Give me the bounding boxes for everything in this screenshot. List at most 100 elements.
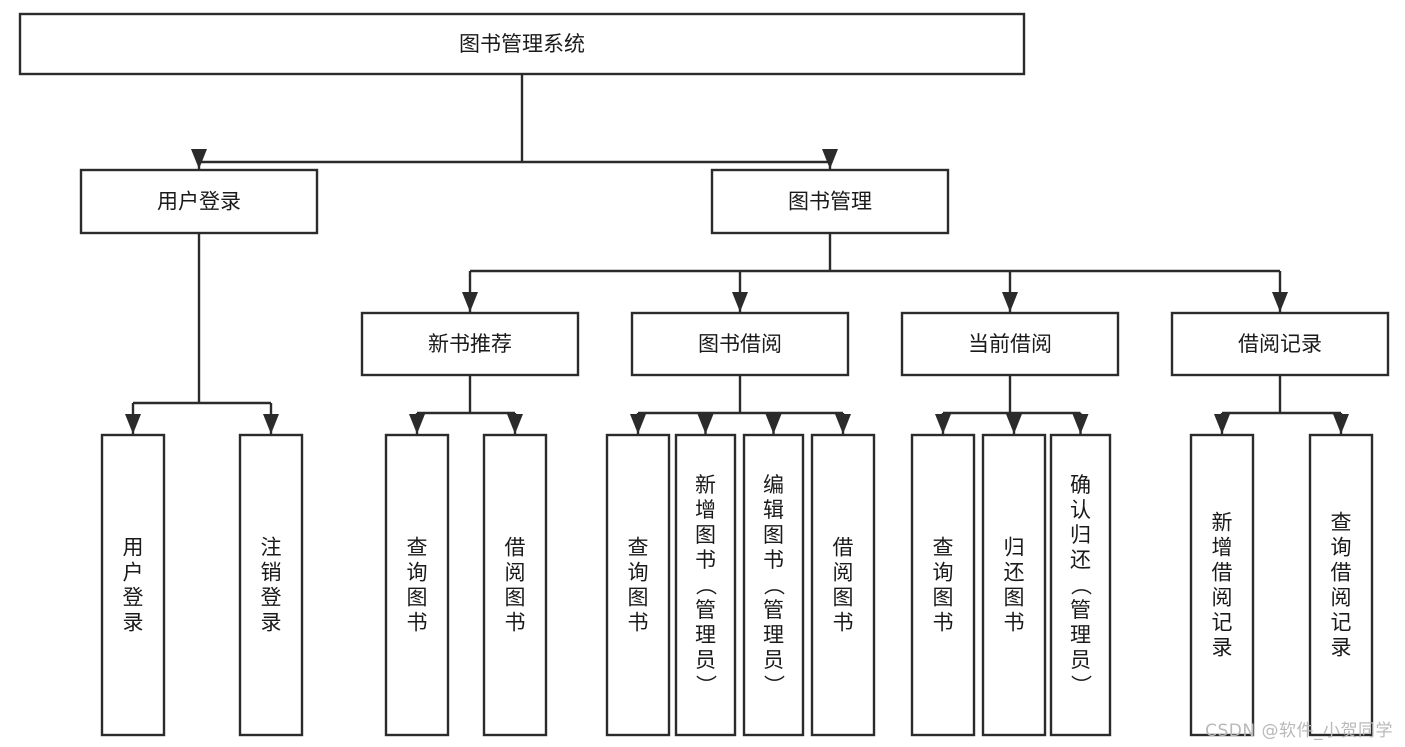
node-label-char: 询 (628, 561, 649, 585)
node-label-char: 理 (695, 623, 716, 647)
node-rect (360, 311, 580, 377)
node-label-char: 增 (695, 498, 716, 522)
node-l3-book-borrow[interactable]: 图书借阅 (630, 311, 850, 377)
arrow-head-icon (822, 149, 838, 169)
arrow-head-icon (1002, 292, 1018, 312)
node-label-char: 图 (407, 586, 428, 610)
nodes-layer: 图书管理系统用户登录图书管理新书推荐图书借阅当前借阅借阅记录用户登录注销登录查询… (18, 12, 1390, 737)
node-label-char: 书 (933, 611, 954, 635)
node-rect (900, 311, 1120, 377)
node-rect (1189, 433, 1255, 737)
node-rect (910, 433, 976, 737)
node-leaf-leaf-user-login[interactable]: 用户登录 (100, 433, 166, 737)
node-label-char: 认 (1070, 498, 1091, 522)
node-rect (630, 311, 850, 377)
node-label-char: 录 (1331, 636, 1352, 660)
node-label-char: 用 (123, 536, 144, 560)
node-label-char: 员 (1070, 648, 1091, 672)
node-l3-current-borrow[interactable]: 当前借阅 (900, 311, 1120, 377)
arrow-head-icon (1072, 414, 1089, 434)
node-label-char: 书 (833, 611, 854, 635)
node-label-char: 图 (505, 586, 526, 610)
node-label-char: ） (762, 675, 786, 696)
arrow-head-icon (765, 414, 782, 434)
node-label-char: 书 (628, 611, 649, 635)
node-l3-borrow-record[interactable]: 借阅记录 (1170, 311, 1390, 377)
node-label-char: 查 (407, 536, 428, 560)
node-rect (482, 433, 548, 737)
node-label-char: 录 (261, 611, 282, 635)
arrow-head-icon (507, 414, 523, 434)
node-l2-user-login[interactable]: 用户登录 (79, 168, 319, 235)
node-label-char: 书 (1004, 611, 1025, 635)
node-label-char: 借 (505, 536, 526, 560)
node-label: 图书管理 (788, 190, 872, 214)
node-rect (18, 12, 1026, 76)
arrow-head-icon (1214, 414, 1230, 434)
arrow-head-icon (1272, 292, 1288, 312)
node-label-char: 录 (1212, 636, 1233, 660)
node-l3-new-book-recommend[interactable]: 新书推荐 (360, 311, 580, 377)
node-rect (79, 168, 319, 235)
arrow-head-icon (630, 414, 646, 434)
node-label-char: 管 (695, 598, 716, 622)
node-label-char: 还 (1070, 548, 1091, 572)
node-label-char: 借 (833, 536, 854, 560)
arrow-head-icon (1006, 414, 1022, 434)
node-root-undefined[interactable]: 图书管理系统 (18, 12, 1026, 76)
arrow-head-icon (409, 414, 425, 434)
node-rect (384, 433, 450, 737)
node-label: 当前借阅 (968, 332, 1052, 356)
node-label-char: 图 (1004, 586, 1025, 610)
node-label: 新书推荐 (428, 332, 512, 356)
node-label-char: 图 (628, 586, 649, 610)
node-label-char: 书 (763, 548, 784, 572)
node-label-char: 注 (261, 536, 282, 560)
node-label-char: 销 (261, 561, 282, 585)
node-label-char: （ (1069, 575, 1093, 596)
node-label-char: 图 (833, 586, 854, 610)
node-label-char: 登 (123, 586, 144, 610)
node-label-char: 管 (763, 598, 784, 622)
node-label-char: 登 (261, 586, 282, 610)
node-rect (710, 168, 950, 235)
node-label-char: ） (1069, 675, 1093, 696)
node-label-char: 借 (1212, 561, 1233, 585)
node-rect (674, 433, 737, 737)
node-rect (238, 433, 304, 737)
node-label-char: 阅 (505, 561, 526, 585)
node-label: 借阅记录 (1238, 332, 1322, 356)
watermark-label: CSDN @软件_小贺同学 (1205, 721, 1393, 741)
arrow-head-icon (935, 414, 951, 434)
node-l2-book-manage[interactable]: 图书管理 (710, 168, 950, 235)
node-label-char: 增 (1212, 536, 1233, 560)
node-rect (1170, 311, 1390, 377)
node-label-char: 查 (1331, 511, 1352, 535)
arrow-head-icon (835, 414, 851, 434)
node-label-char: 归 (1004, 536, 1025, 560)
node-label-char: 阅 (833, 561, 854, 585)
edges-layer (125, 74, 1349, 434)
node-rect (810, 433, 876, 737)
node-label-char: 查 (933, 536, 954, 560)
node-label: 用户登录 (157, 190, 241, 214)
arrow-head-icon (125, 414, 141, 434)
node-label-char: 图 (763, 523, 784, 547)
node-label-char: 询 (1331, 536, 1352, 560)
node-label-char: 新 (1212, 511, 1233, 535)
node-label-char: 借 (1331, 561, 1352, 585)
